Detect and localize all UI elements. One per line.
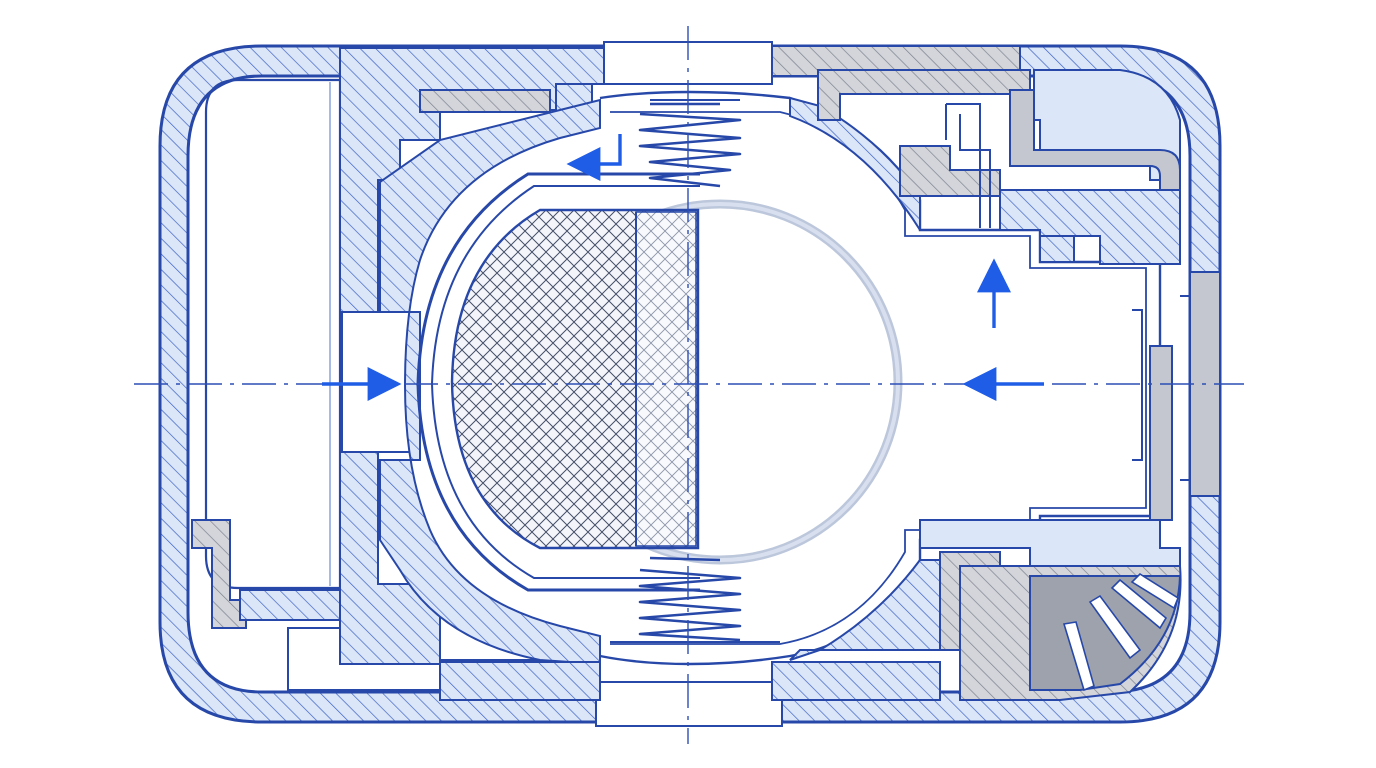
right-hatched-block	[999, 189, 1181, 265]
top-spring	[638, 102, 742, 188]
right-lower-mechanism	[919, 295, 1191, 701]
fan-blades-icon	[1062, 572, 1179, 692]
right-upper-mechanism	[817, 69, 1181, 265]
center-lines	[134, 26, 1244, 744]
right-small-block	[899, 145, 1001, 197]
return-arrow-icon	[566, 134, 622, 181]
ball-cup	[416, 172, 700, 592]
bottom-spring	[638, 556, 742, 642]
bottom-opening	[595, 681, 783, 727]
right-vertical-pin	[945, 103, 991, 228]
valve-seat-left	[379, 98, 601, 666]
flow-arrows	[322, 134, 1044, 401]
right-side-channel	[1149, 345, 1173, 521]
mesh-filter-light	[635, 211, 697, 547]
valve-base-left	[439, 661, 601, 701]
left-chamber-wall	[204, 78, 342, 590]
left-upper-insert	[419, 89, 551, 113]
valve-base-right	[771, 661, 941, 701]
right-upper-gray-frame	[817, 69, 1031, 121]
right-side-rail	[1132, 295, 1191, 481]
valve-wall-right-bottom	[789, 559, 941, 661]
left-bracket	[191, 519, 247, 629]
compression-spring-icon	[610, 99, 780, 643]
